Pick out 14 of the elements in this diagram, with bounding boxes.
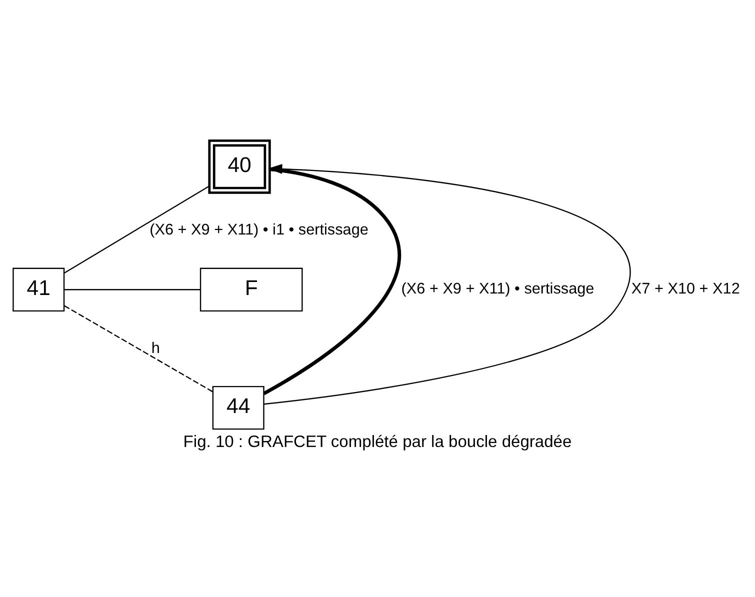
connector — [263, 167, 401, 396]
connector — [64, 305, 214, 392]
edge-label: h — [151, 340, 160, 357]
edge-label: X7 + X10 + X12 — [631, 280, 740, 298]
edge-label: (X6 + X9 + X11) • sertissage — [401, 280, 594, 298]
node-box: 41 — [12, 268, 65, 312]
arrow — [264, 164, 630, 405]
node-box: 44 — [212, 386, 264, 430]
caption: Fig. 10 : GRAFCET complété par la boucle dégradée — [183, 432, 572, 452]
connector — [64, 289, 200, 290]
connector — [64, 186, 210, 274]
node-box: 40 — [208, 140, 271, 194]
node-box: F — [200, 268, 303, 312]
edge-label: (X6 + X9 + X11) • i1 • sertissage — [150, 222, 368, 239]
